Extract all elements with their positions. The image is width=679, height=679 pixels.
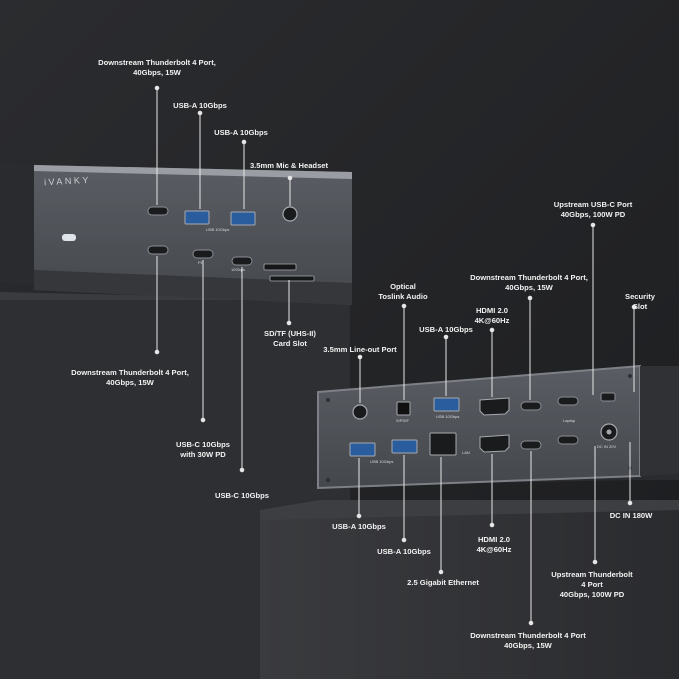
label-usba-bottom-1: USB-A 10Gbps xyxy=(332,522,386,531)
port-usba-bottom-2[interactable] xyxy=(391,439,418,454)
label-security-slot: Security Slot xyxy=(625,292,655,311)
port-usba-bottom-1[interactable] xyxy=(349,442,376,457)
label-upstream-usbc: Upstream USB-C Port 40Gbps, 100W PD xyxy=(553,200,633,219)
label-usba-bottom-2: USB-A 10Gbps xyxy=(377,547,431,556)
left-dock xyxy=(0,162,352,305)
port-hdmi-bottom[interactable] xyxy=(479,434,510,453)
port-mark-usbc: 10Gbps xyxy=(231,267,246,272)
port-hdmi-top[interactable] xyxy=(479,397,510,416)
port-mark-spdif: S/PDIF xyxy=(396,418,409,423)
label-usbc: USB-C 10Gbps xyxy=(214,491,270,500)
label-usba-top: USB-A 10Gbps xyxy=(419,325,473,334)
port-tb4-top[interactable] xyxy=(147,206,169,216)
port-line-out[interactable] xyxy=(352,404,368,420)
label-line-out: 3.5mm Line-out Port xyxy=(323,345,397,354)
label-tb4-bottom: Downstream Thunderbolt 4 Port, 40Gbps, 1… xyxy=(71,368,189,387)
label-usbc-pd: USB-C 10Gbps with 30W PD xyxy=(175,440,231,459)
port-tb4-down-bottom[interactable] xyxy=(520,440,542,450)
label-tb4-downstream-bottom: Downstream Thunderbolt 4 Port 40Gbps, 15… xyxy=(470,631,586,650)
label-dc-in: DC IN 180W xyxy=(609,511,653,520)
port-usba-1[interactable] xyxy=(184,210,210,225)
power-led xyxy=(62,234,76,241)
sd-slot[interactable] xyxy=(263,263,297,271)
port-mark-laptop: Laptop xyxy=(563,418,576,423)
port-mark-pd: PD xyxy=(198,260,204,265)
port-tb4-bottom[interactable] xyxy=(147,245,169,255)
label-tb4-downstream-top: Downstream Thunderbolt 4 Port, 40Gbps, 1… xyxy=(470,273,588,292)
port-mark-usb-right-2: USB 10Gbps xyxy=(370,459,394,464)
label-tb4-top: Downstream Thunderbolt 4 Port, 40Gbps, 1… xyxy=(98,58,216,77)
security-slot[interactable] xyxy=(600,392,616,402)
port-usbc[interactable] xyxy=(231,256,253,266)
step-right-face xyxy=(260,510,679,679)
port-mark-usb: USB 10Gbps xyxy=(206,227,230,232)
tf-slot[interactable] xyxy=(269,275,315,282)
label-usba-1: USB-A 10Gbps xyxy=(173,101,227,110)
port-mark-dc: DC IN 20V xyxy=(597,444,617,449)
label-hdmi-top: HDMI 2.0 4K@60Hz xyxy=(474,306,510,325)
port-tb4-down-top[interactable] xyxy=(520,401,542,411)
label-upstream-tb4: Upstream Thunderbolt 4 Port 40Gbps, 100W… xyxy=(551,570,633,599)
label-ethernet: 2.5 Gigabit Ethernet xyxy=(407,578,479,587)
port-usba-top[interactable] xyxy=(433,397,460,412)
step-right-top xyxy=(260,500,679,520)
callout-lines xyxy=(154,85,637,626)
port-upstream-usbc[interactable] xyxy=(557,396,579,406)
port-usba-2[interactable] xyxy=(230,211,256,226)
label-sd-tf: SD/TF (UHS-II) Card Slot xyxy=(264,329,316,348)
port-mic[interactable] xyxy=(282,206,298,222)
right-dock xyxy=(317,364,679,490)
label-optical: Optical Toslink Audio xyxy=(378,282,428,301)
port-ethernet[interactable] xyxy=(429,432,457,456)
port-mark-usb-right: USB 10Gbps xyxy=(436,414,460,419)
label-usba-2: USB-A 10Gbps xyxy=(214,128,268,137)
label-mic-headset: 3.5mm Mic & Headset xyxy=(249,161,329,170)
port-optical[interactable] xyxy=(396,401,411,416)
port-upstream-tb4[interactable] xyxy=(557,435,579,445)
port-usbc-pd[interactable] xyxy=(192,249,214,259)
label-hdmi-bottom: HDMI 2.0 4K@60Hz xyxy=(476,535,512,554)
port-mark-lan: LAN xyxy=(462,450,470,455)
